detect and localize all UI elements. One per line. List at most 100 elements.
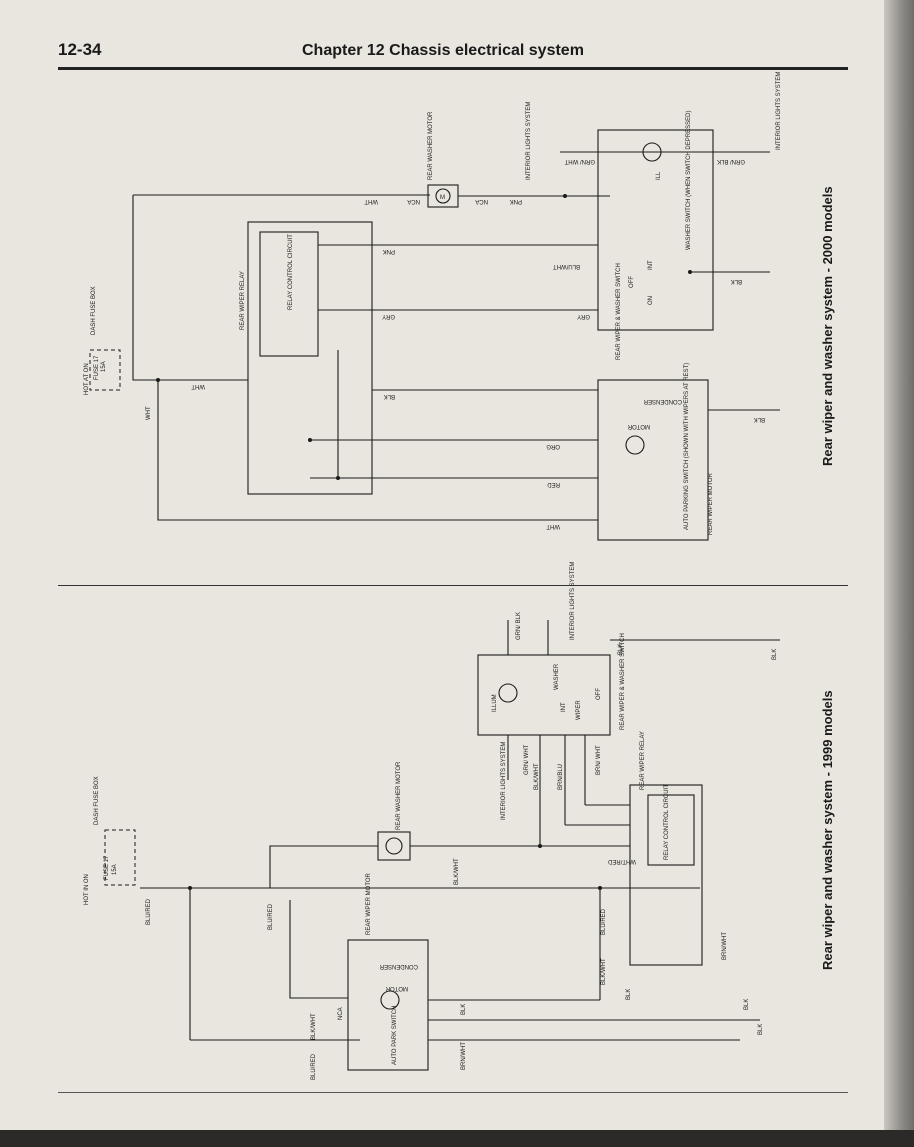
wire-wht-bottom-2000: WHT <box>546 523 560 529</box>
wire-brn-wht-relay-1999: BRN/WHT <box>722 932 728 960</box>
washer-motor-label-2000: REAR WASHER MOTOR <box>428 111 434 180</box>
wire-blk-ground-b-1999: BLK <box>758 1024 764 1035</box>
wire-blk-relay-1999: BLK <box>626 989 632 1000</box>
wire-pnk-relay-2000: PNK <box>383 248 395 254</box>
pos-int-2000: INT <box>648 260 654 270</box>
fuse-rating-2000: 15A <box>101 361 107 372</box>
illum-label-1999: ILLUM <box>492 694 498 712</box>
wire-brn-wht-switch-1999: BRN/ WHT <box>596 745 602 775</box>
wire-blu-red-mid-1999: BLU/RED <box>268 903 274 930</box>
illumination-lamp-icon-1999 <box>498 683 518 703</box>
wire-grn-wht-2000: GRN/ WHT <box>564 158 595 164</box>
wire-blu-red-1999: BLU/RED <box>146 898 152 925</box>
washer-motor-label-1999: REAR WASHER MOTOR <box>396 761 402 830</box>
auto-park-label-1999: AUTO PARK SWITCH <box>392 1006 398 1065</box>
rear-wiper-washer-switch-2000 <box>597 129 714 331</box>
wiper-motor-label-2000: REAR WIPER MOTOR <box>708 472 714 535</box>
condenser-label-1999: CONDENSER <box>379 963 418 969</box>
wire-blk-ground-c-1999: BLK <box>772 649 778 660</box>
pos-off-2000: OFF <box>629 276 635 288</box>
wire-wht-red-1999: WHT/RED <box>607 858 636 864</box>
relay-circuit-label-2000: RELAY CONTROL CIRCUIT <box>288 234 294 310</box>
wire-gry-relay-2000: GRY <box>382 313 395 319</box>
wire-blu-red-relay-1999: BLU/RED <box>601 908 607 935</box>
header-rule <box>58 67 848 70</box>
wire-blk-motor-2000: BLK <box>754 416 765 422</box>
wire-brn-blu-1999: BRN/BLU <box>558 764 564 790</box>
relay-label-1999: REAR WIPER RELAY <box>640 731 646 790</box>
wire-nca-mid-2000: NCA <box>475 198 488 204</box>
diagram-1999: HOT IN ON FUSE 17 15A DASH FUSE BOX BLU/… <box>84 562 780 1080</box>
fuse-label-1999: FUSE 17 <box>104 855 110 880</box>
hot-label-1999: HOT IN ON <box>84 874 90 905</box>
wire-org-2000: ORG <box>546 443 560 449</box>
page-binding-shadow <box>884 0 914 1147</box>
wire-wht-top-2000: WHT <box>364 198 378 204</box>
section-divider <box>58 585 848 586</box>
fuse-box-label-2000: DASH FUSE BOX <box>91 286 97 335</box>
relay-label-2000: REAR WIPER RELAY <box>240 271 246 330</box>
auto-park-label-2000: AUTO PARKING SWITCH (SHOWN WITH WIPERS A… <box>684 363 690 530</box>
wire-blk-motor-1999: BLK <box>461 1004 467 1015</box>
wire-label-wht-left-2000: WHT <box>146 406 152 420</box>
motor-label-1999: MOTOR <box>385 985 408 991</box>
wire-grn-blk-1999: GRN/ BLK <box>516 612 522 640</box>
wire-blk-wht-washer-1999: BLK/WHT <box>454 858 460 885</box>
rear-wiper-motor-1999 <box>347 939 429 1071</box>
rear-wiper-relay-2000 <box>247 221 373 495</box>
wire-blk-switch-1999: BLK <box>618 644 624 655</box>
pos-on-2000: ON <box>648 296 654 305</box>
wire-blk-wht-motor-1999: BLK/WHT <box>311 1013 317 1040</box>
washer-label-1999: WASHER <box>554 663 560 690</box>
hot-label-2000: HOT AT ON <box>84 363 90 395</box>
washer-motor-icon-2000 <box>435 188 451 204</box>
interior-lights-right-2000: INTERIOR LIGHTS SYSTEM <box>776 72 782 150</box>
washer-switch-note-2000: WASHER SWITCH (WHEN SWITCH DEPRESSED) <box>686 111 692 250</box>
wire-grn-blk-2000: GRN/ BLK <box>717 158 745 164</box>
rear-wiper-motor-2000 <box>597 379 709 541</box>
wiper-motor-icon-2000 <box>625 435 645 455</box>
condenser-label-2000: CONDENSER <box>643 398 682 404</box>
rear-washer-motor-1999 <box>377 831 411 861</box>
manual-page <box>0 0 884 1147</box>
wire-nca-motor-1999: NCA <box>338 1007 344 1020</box>
pos-int-1999: INT <box>561 702 567 712</box>
relay-control-circuit-1999 <box>647 794 695 866</box>
wiper-motor-label-1999: REAR WIPER MOTOR <box>366 872 372 935</box>
wire-grn-wht-1999: GRN/ WHT <box>524 744 530 775</box>
wire-blu-wht-2000: BLU/WHT <box>553 263 580 269</box>
wire-blk-wht-switch-1999: BLK/WHT <box>534 763 540 790</box>
relay-control-circuit-2000 <box>259 231 319 357</box>
pos-wiper-1999: WIPER <box>576 700 582 720</box>
wire-blk-switch-2000: BLK <box>731 278 742 284</box>
wire-pnk-top-2000: PNK <box>510 198 522 204</box>
diagram-2000: HOT AT ON FUSE 17 15A DASH FUSE BOX WHT … <box>84 72 782 541</box>
wiper-motor-icon-1999 <box>380 990 400 1010</box>
pos-off-1999: OFF <box>596 688 602 700</box>
page-header: 12-34 Chapter 12 Chassis electrical syst… <box>58 40 848 74</box>
wire-red-2000: RED <box>547 481 560 487</box>
wire-wht-relay-2000: WHT <box>191 383 205 389</box>
wire-blu-red-motor-1999: BLU/RED <box>311 1053 317 1080</box>
relay-circuit-label-1999: RELAY CONTROL CIRCUIT <box>664 784 670 860</box>
chapter-title: Chapter 12 Chassis electrical system <box>302 42 584 59</box>
interior-lights-left-2000: INTERIOR LIGHTS SYSTEM <box>526 102 532 180</box>
fuse-label-2000: FUSE 17 <box>94 355 100 380</box>
wire-blk-ground-a-1999: BLK <box>744 999 750 1010</box>
fuse-box-label-1999: DASH FUSE BOX <box>94 776 100 825</box>
scanner-edge <box>0 1130 914 1147</box>
washer-motor-icon-1999 <box>385 837 403 855</box>
motor-m-2000: M <box>440 195 445 201</box>
wire-nca-top-2000: NCA <box>407 198 420 204</box>
page-number: 12-34 <box>58 40 102 59</box>
fuse-box-2000 <box>89 349 121 391</box>
fuse-rating-1999: 15A <box>112 864 118 875</box>
wire-blk-relay-2000: BLK <box>384 393 395 399</box>
fuse-box-1999 <box>104 829 136 886</box>
footer-rule <box>58 1092 848 1093</box>
interior-lights-bottom-1999: INTERIOR LIGHTS SYSTEM <box>501 742 507 820</box>
wire-gry-switch-2000: GRY <box>577 313 590 319</box>
switch-label-1999: REAR WIPER & WASHER SWITCH <box>620 633 626 730</box>
wire-brn-wht-motor-1999: BRN/WHT <box>461 1042 467 1070</box>
